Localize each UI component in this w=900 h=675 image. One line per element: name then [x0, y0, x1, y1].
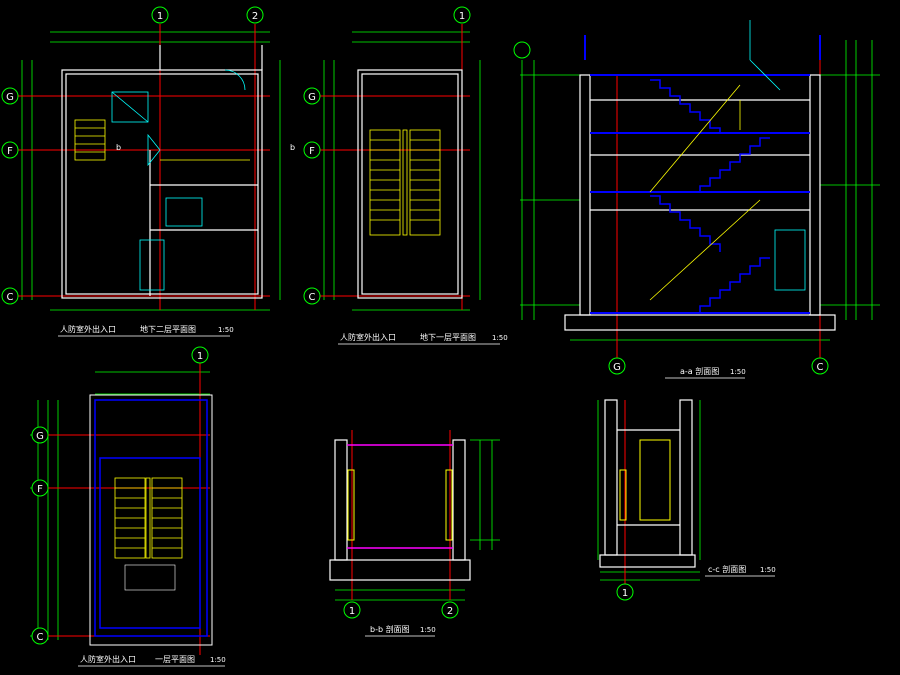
basement2-scale: 1:50 — [218, 326, 234, 334]
section-cc-title: c-c 剖面图 — [708, 564, 746, 574]
basement2-title: 地下二层平面图 — [140, 324, 196, 334]
axis-label-2: 2 — [252, 11, 258, 22]
first-floor-title: 一层平面图 — [155, 655, 195, 664]
first-floor-plan: 1 G F C 人防室外出入口 一层平面图 1:50 — [30, 346, 226, 667]
basement1-plan: 1 G F C 人防室外出入口 地下一层平面图 1:50 — [303, 6, 508, 345]
axis-bubble-icon — [303, 6, 471, 305]
axis-label-1: 1 — [459, 11, 465, 22]
axis-label-1: 1 — [157, 11, 163, 22]
first-floor-caption: 人防室外出入口 — [80, 654, 136, 664]
basement1-scale: 1:50 — [492, 334, 508, 342]
axis-label-f: F — [7, 146, 13, 157]
axis-label-c: C — [817, 362, 824, 373]
section-bb-title: b-b 剖面图 — [370, 624, 410, 634]
axis-label-g: G — [6, 92, 14, 103]
section-aa-scale: 1:50 — [730, 368, 746, 376]
axis-bubble-icon — [513, 41, 829, 375]
axis-bubble-icon — [31, 346, 209, 645]
axis-label-f: F — [309, 146, 315, 157]
first-floor-scale: 1:50 — [210, 656, 226, 664]
axis-bubble-icon — [1, 6, 264, 305]
section-bb: 1 2 b-b 剖面图 1:50 — [329, 430, 500, 637]
axis-label-2: 2 — [447, 606, 453, 617]
axis-bubble-icon — [616, 583, 634, 601]
axis-label-c: C — [7, 292, 14, 303]
section-marker-b-left: b — [116, 143, 121, 152]
axis-label-1: 1 — [197, 351, 203, 362]
axis-label-g: G — [308, 92, 316, 103]
section-aa: G C a-a 剖面图 1:50 — [513, 20, 880, 379]
section-cc: 1 c-c 剖面图 1:50 — [597, 399, 776, 601]
axis-label-c: C — [309, 292, 316, 303]
axis-label-1: 1 — [349, 606, 355, 617]
basement1-title: 地下一层平面图 — [420, 332, 476, 342]
axis-label-f: F — [37, 484, 43, 495]
axis-bubble-icon — [343, 601, 459, 619]
axis-label-c: C — [37, 632, 44, 643]
basement2-plan: 1 2 G F C b b 人防室外出入口 地下二层平面图 1:50 — [1, 6, 295, 337]
section-marker-b-right: b — [290, 143, 295, 152]
section-aa-title: a-a 剖面图 — [680, 366, 719, 376]
basement1-caption: 人防室外出入口 — [340, 332, 396, 342]
axis-label-g: G — [36, 431, 44, 442]
section-cc-scale: 1:50 — [760, 566, 776, 574]
axis-label-g: G — [613, 362, 621, 373]
axis-label-1: 1 — [622, 588, 628, 599]
section-bb-scale: 1:50 — [420, 626, 436, 634]
basement2-caption: 人防室外出入口 — [60, 324, 116, 334]
